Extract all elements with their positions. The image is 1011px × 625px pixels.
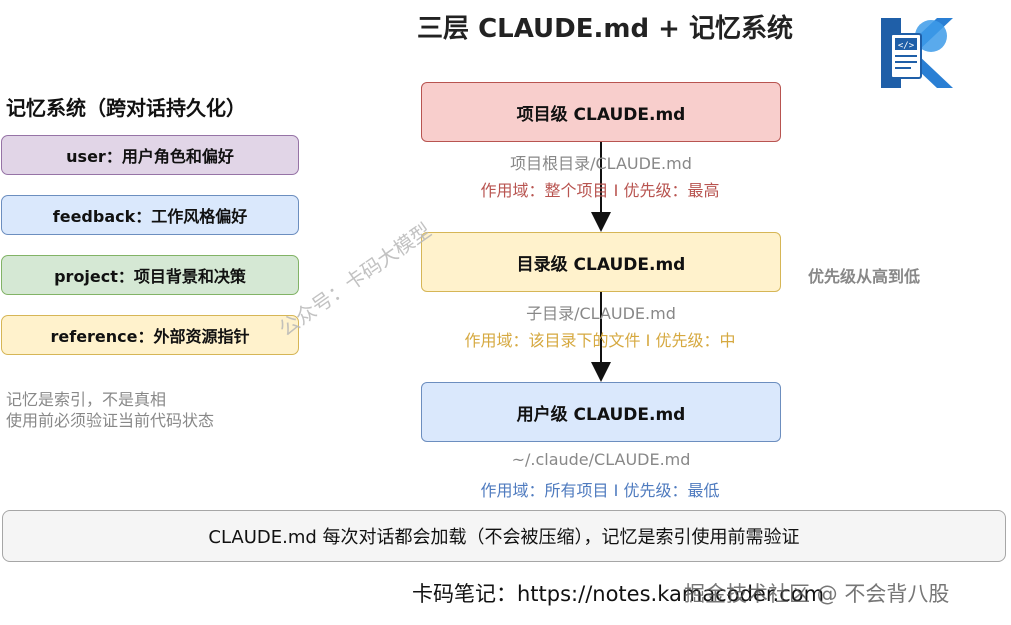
level-directory-scope: 作用域：该目录下的文件 I 优先级：中 xyxy=(464,331,736,350)
memory-system-title: 记忆系统（跨对话持久化） xyxy=(6,96,246,120)
bottom-note-bar: CLAUDE.md 每次对话都会加载（不会被压缩），记忆是索引使用前需验证 xyxy=(2,510,1006,562)
bottom-note-text: CLAUDE.md 每次对话都会加载（不会被压缩），记忆是索引使用前需验证 xyxy=(208,527,800,548)
logo-icon: </> xyxy=(881,18,953,88)
level-user-path: ~/.claude/CLAUDE.md xyxy=(511,450,691,469)
footer-watermark: 掘金技术社区 @ 不会背八股 xyxy=(684,582,950,606)
priority-label: 优先级从高到低 xyxy=(808,267,921,286)
memory-item-user: user：用户角色和偏好 xyxy=(1,135,299,175)
level-user-scope: 作用域：所有项目 I 优先级：最低 xyxy=(480,481,720,500)
level-project-box: 项目级 CLAUDE.md xyxy=(421,82,781,142)
footer-text: 卡码笔记：https://notes.kamacoder.com xyxy=(412,582,825,606)
memory-note-1: 记忆是索引，不是真相 xyxy=(6,390,167,409)
level-user-box: 用户级 CLAUDE.md xyxy=(421,382,781,442)
memory-item-reference: reference：外部资源指针 xyxy=(1,315,299,355)
level-directory-box: 目录级 CLAUDE.md xyxy=(421,232,781,292)
level-project-scope: 作用域：整个项目 I 优先级：最高 xyxy=(480,181,720,200)
level-project-path: 项目根目录/CLAUDE.md xyxy=(510,154,692,173)
svg-text:</>: </> xyxy=(898,41,915,51)
memory-item-project: project：项目背景和决策 xyxy=(1,255,299,295)
diagram-title: 三层 CLAUDE.md + 记忆系统 xyxy=(417,14,793,44)
memory-item-feedback: feedback：工作风格偏好 xyxy=(1,195,299,235)
memory-note-2: 使用前必须验证当前代码状态 xyxy=(6,411,215,430)
level-directory-path: 子目录/CLAUDE.md xyxy=(526,304,676,323)
